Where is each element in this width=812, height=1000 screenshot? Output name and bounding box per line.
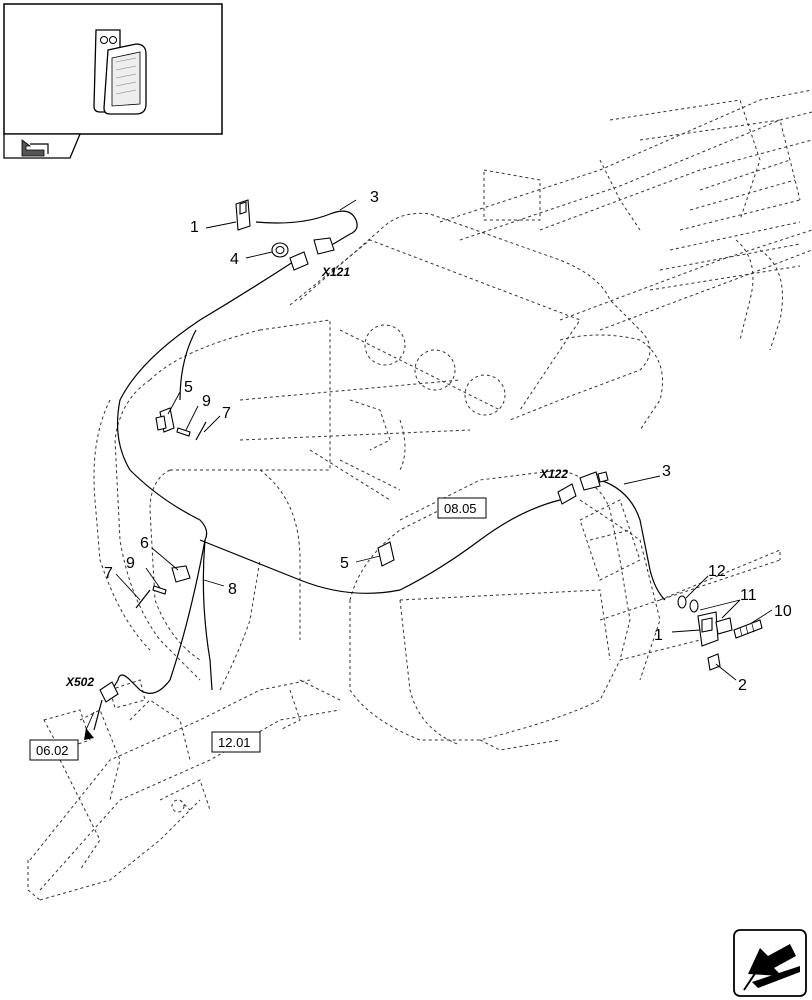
connector-labels: X121 X122 X502	[65, 265, 568, 689]
callout-3-top[interactable]: 3	[370, 189, 379, 206]
callout-10[interactable]: 10	[774, 603, 792, 620]
callout-3-bottom[interactable]: 3	[662, 463, 671, 480]
callout-7-bottom[interactable]: 7	[104, 565, 113, 582]
callout-7-top[interactable]: 7	[222, 405, 231, 422]
callout-5-top[interactable]: 5	[184, 379, 193, 396]
callout-1-right[interactable]: 1	[654, 627, 663, 644]
connector-label-x122: X122	[539, 467, 568, 481]
grommet-part	[271, 242, 289, 258]
leader-lines	[85, 199, 773, 731]
connector-label-x502: X502	[65, 675, 94, 689]
connector-plug-x121	[289, 237, 335, 271]
tail-light-inset-icon	[93, 29, 147, 115]
callout-8[interactable]: 8	[228, 581, 237, 598]
tail-light-part-right	[677, 595, 763, 671]
callout-11[interactable]: 11	[740, 587, 757, 604]
tail-light-part-top	[235, 199, 251, 231]
page-forward-arrow-icon[interactable]	[733, 929, 807, 997]
callout-6[interactable]: 6	[140, 535, 149, 552]
side-marker-part-bottom	[377, 541, 395, 567]
reference-08-05[interactable]: 08.05	[444, 501, 477, 516]
connector-plug-x502	[99, 681, 119, 703]
callout-labels: 1 3 4 5 9 7 6 9 7 8 5 3 12 11 10 1 2	[104, 189, 792, 694]
parts	[93, 199, 763, 731]
callout-1-top[interactable]: 1	[190, 219, 199, 236]
connector-plug-x122	[557, 471, 609, 505]
callout-9-bottom[interactable]: 9	[126, 555, 135, 572]
reference-06-02[interactable]: 06.02	[36, 743, 69, 758]
reference-12-01[interactable]: 12.01	[218, 735, 251, 750]
bracket-part	[171, 565, 191, 583]
baler-body-outline	[27, 89, 812, 901]
wiring-harness	[111, 210, 666, 694]
inset-panel	[3, 3, 223, 159]
callout-9-top[interactable]: 9	[202, 393, 211, 410]
callout-12[interactable]: 12	[708, 563, 726, 580]
reference-boxes: 08.05 06.02 12.01	[29, 497, 487, 761]
callout-5-bottom[interactable]: 5	[340, 555, 349, 572]
callout-4[interactable]: 4	[230, 251, 239, 268]
callout-2[interactable]: 2	[738, 677, 747, 694]
page-back-arrow-icon[interactable]	[21, 139, 49, 157]
connector-label-x121: X121	[321, 265, 350, 279]
